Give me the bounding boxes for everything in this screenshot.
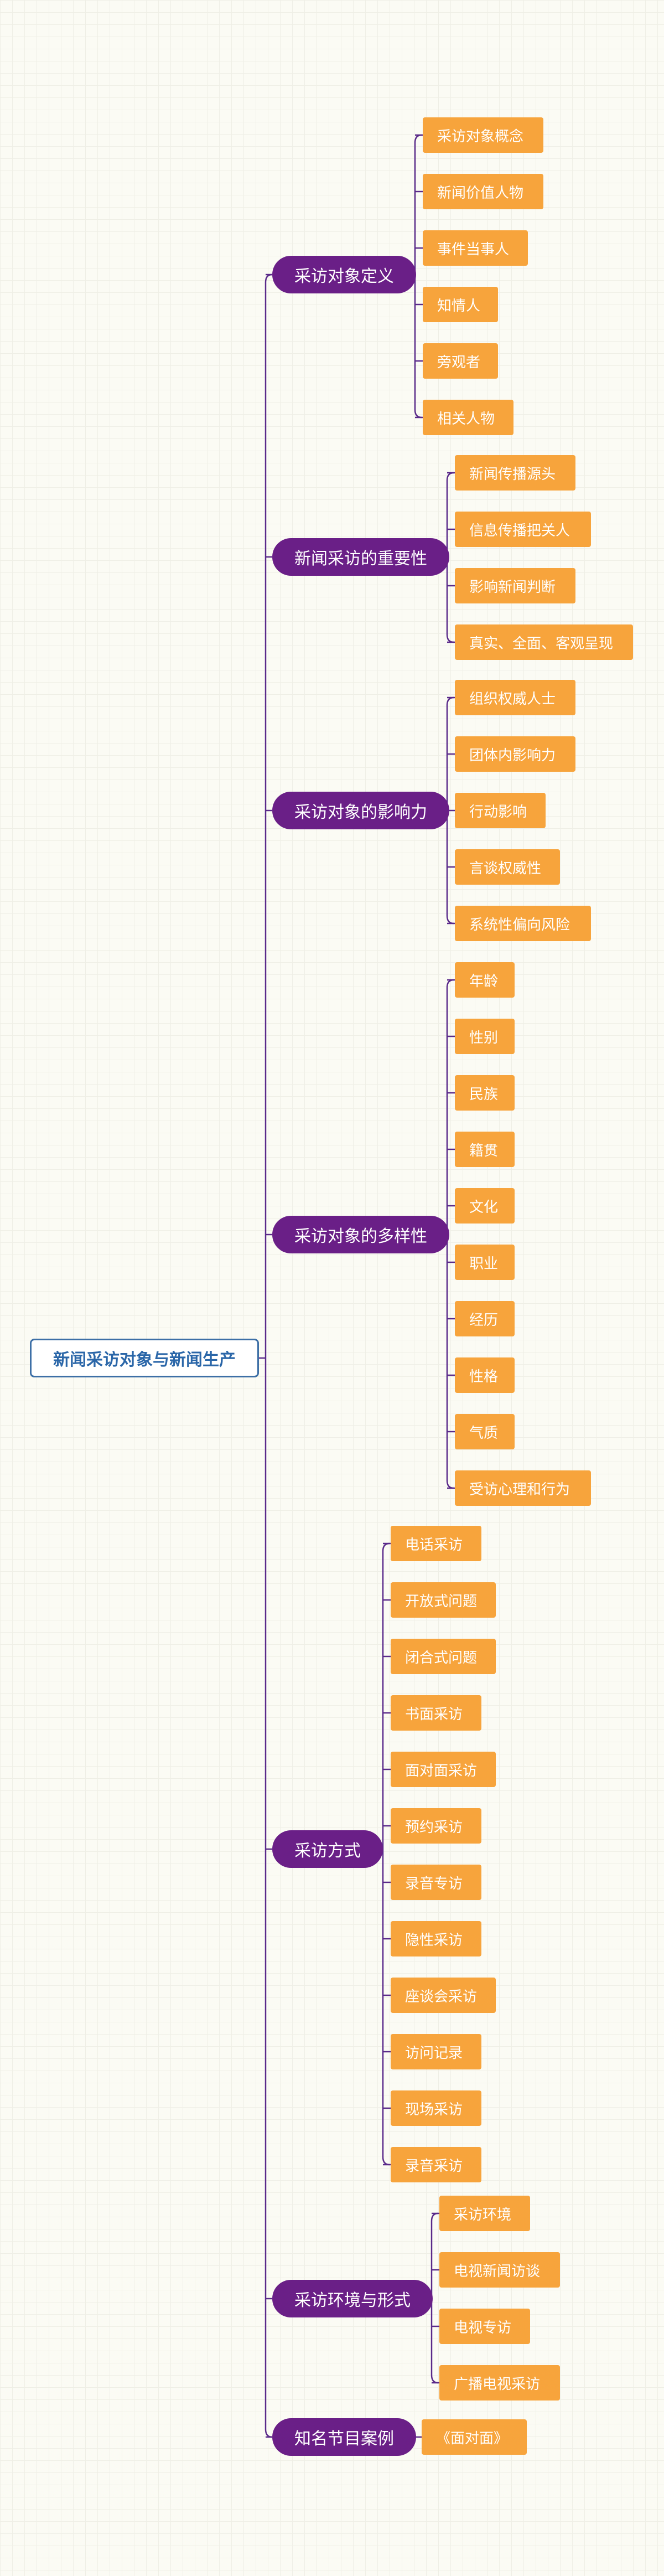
leaf-node[interactable]: 职业 <box>455 1245 515 1280</box>
leaf-node[interactable]: 闭合式问题 <box>391 1639 496 1674</box>
branch-node[interactable]: 采访对象的影响力 <box>272 792 449 829</box>
leaf-node[interactable]: 系统性偏向风险 <box>455 906 591 941</box>
leaf-node[interactable]: 影响新闻判断 <box>455 568 575 603</box>
leaf-node[interactable]: 预约采访 <box>391 1808 481 1844</box>
leaf-node[interactable]: 事件当事人 <box>423 230 528 266</box>
leaf-node[interactable]: 相关人物 <box>423 400 513 435</box>
branch-node[interactable]: 采访环境与形式 <box>272 2280 433 2317</box>
leaf-node[interactable]: 性格 <box>455 1357 515 1393</box>
leaf-node[interactable]: 隐性采访 <box>391 1921 481 1956</box>
leaf-node[interactable]: 采访对象概念 <box>423 117 543 153</box>
leaf-node[interactable]: 受访心理和行为 <box>455 1470 591 1506</box>
leaf-node[interactable]: 知情人 <box>423 287 498 322</box>
leaf-node[interactable]: 籍贯 <box>455 1132 515 1167</box>
leaf-node[interactable]: 性别 <box>455 1019 515 1054</box>
branch-node[interactable]: 采访对象的多样性 <box>272 1216 449 1253</box>
leaf-node[interactable]: 座谈会采访 <box>391 1978 496 2013</box>
branch-node[interactable]: 采访方式 <box>272 1830 383 1868</box>
root-node[interactable]: 新闻采访对象与新闻生产 <box>30 1339 259 1377</box>
leaf-node[interactable]: 书面采访 <box>391 1695 481 1731</box>
leaf-node[interactable]: 访问记录 <box>391 2034 481 2069</box>
leaf-node[interactable]: 录音专访 <box>391 1865 481 1900</box>
leaf-node[interactable]: 广播电视采访 <box>439 2365 560 2401</box>
leaf-bracket <box>382 1542 390 2166</box>
leaf-node[interactable]: 采访环境 <box>439 2196 530 2231</box>
trunk-line <box>264 273 273 2438</box>
leaf-node[interactable]: 录音采访 <box>391 2147 481 2182</box>
leaf-node[interactable]: 面对面采访 <box>391 1752 496 1787</box>
leaf-node[interactable]: 言谈权威性 <box>455 849 560 885</box>
leaf-node[interactable]: 年龄 <box>455 962 515 998</box>
branch-node[interactable]: 新闻采访的重要性 <box>272 538 449 576</box>
leaf-node[interactable]: 新闻传播源头 <box>455 455 575 491</box>
leaf-node[interactable]: 《面对面》 <box>422 2419 527 2455</box>
leaf-node[interactable]: 电视专访 <box>439 2309 530 2344</box>
leaf-node[interactable]: 现场采访 <box>391 2090 481 2126</box>
leaf-node[interactable]: 文化 <box>455 1188 515 1224</box>
leaf-node[interactable]: 真实、全面、客观呈现 <box>455 624 633 660</box>
branch-node[interactable]: 知名节目案例 <box>272 2418 416 2456</box>
branch-node[interactable]: 采访对象定义 <box>272 256 416 293</box>
leaf-node[interactable]: 电话采访 <box>391 1526 481 1561</box>
leaf-node[interactable]: 经历 <box>455 1301 515 1336</box>
leaf-node[interactable]: 信息传播把关人 <box>455 512 591 547</box>
leaf-node[interactable]: 电视新闻访谈 <box>439 2252 560 2288</box>
leaf-node[interactable]: 行动影响 <box>455 793 546 828</box>
leaf-node[interactable]: 旁观者 <box>423 343 498 379</box>
leaf-node[interactable]: 团体内影响力 <box>455 736 575 772</box>
leaf-node[interactable]: 开放式问题 <box>391 1582 496 1618</box>
leaf-node[interactable]: 新闻价值人物 <box>423 174 543 209</box>
leaf-node[interactable]: 民族 <box>455 1075 515 1111</box>
leaf-node[interactable]: 组织权威人士 <box>455 680 575 715</box>
leaf-node[interactable]: 气质 <box>455 1414 515 1449</box>
